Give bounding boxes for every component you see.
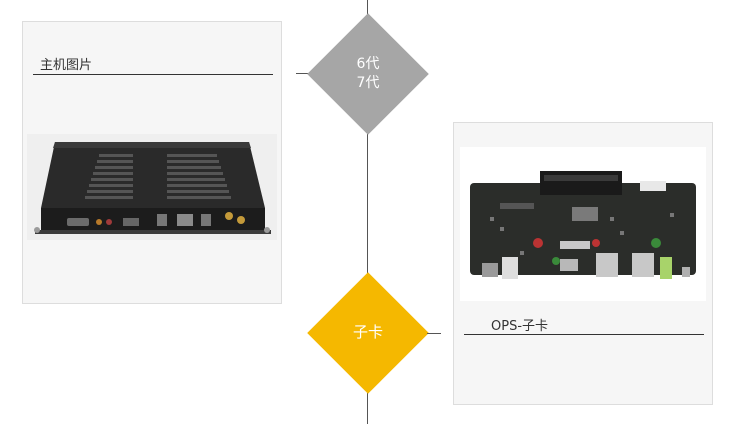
host-connector-line [296, 73, 310, 74]
subcard-image-card: OPS-子卡 [453, 122, 713, 405]
host-card-underline [33, 74, 273, 75]
generation-label: 6代 7代 [338, 55, 398, 93]
generation-line-2: 7代 [356, 75, 380, 91]
ops-host-box-icon [27, 134, 277, 240]
subcard-card-underline [464, 334, 704, 335]
timeline-line [367, 0, 368, 424]
subcard-marker-label: 子卡 [352, 323, 383, 341]
host-card-title: 主机图片 [40, 58, 93, 73]
subcard-connector-line [427, 333, 441, 334]
host-image-card: 主机图片 [22, 21, 282, 304]
circuit-board-icon [460, 147, 706, 301]
generation-line-1: 6代 [356, 56, 380, 72]
subcard-card-title: OPS-子卡 [491, 319, 549, 334]
